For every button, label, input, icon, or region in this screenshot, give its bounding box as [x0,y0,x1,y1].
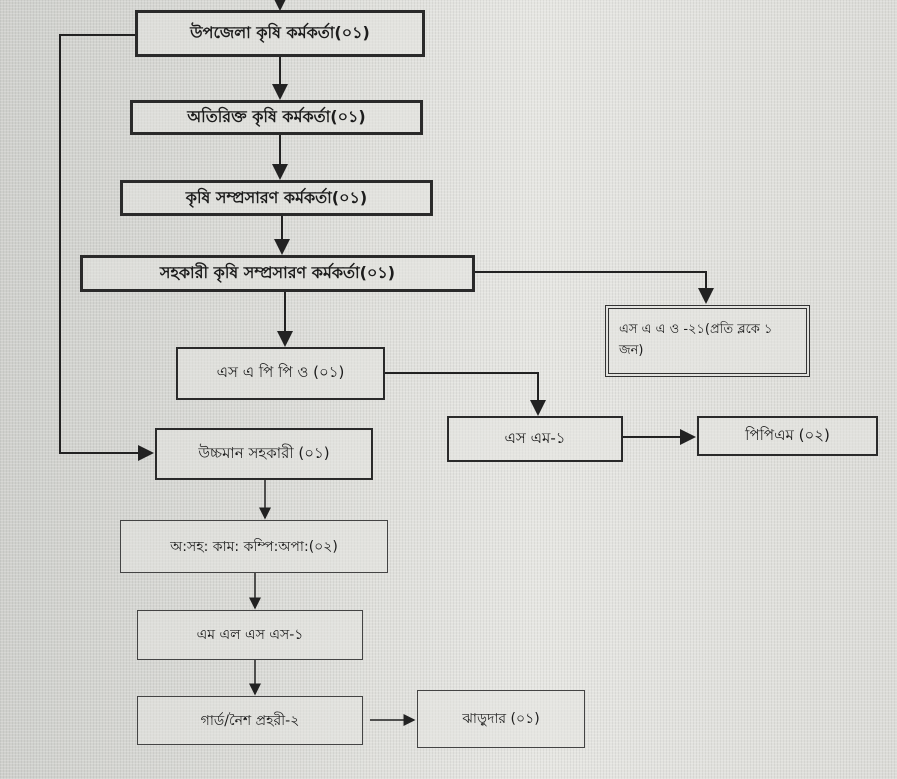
arrow-5-sm [385,372,546,416]
node-mlss: এম এল এস এস-১ [137,610,363,660]
node-upper-assistant: উচ্চমান সহকারী (০১) [155,428,373,480]
node-asst-extension-officer: সহকারী কৃষি সম্প্রসারণ কর্মকর্তা(০১) [80,255,475,292]
node-night-guard: গার্ড/নৈশ প্রহরী-২ [137,696,363,745]
node-sappo: এস এ পি পি ও (০১) [176,347,385,400]
node-ppm: পিপিএম (০২) [697,416,878,456]
node-sm: এস এম-১ [447,416,623,462]
node-additional-officer: অতিরিক্ত কৃষি কর্মকর্তা(০১) [130,100,423,135]
node-sweeper: ঝাড়ুদার (০১) [417,690,585,748]
node-office-assistant: অ:সহ: কাম: কম্পি:অপা:(০২) [120,520,388,573]
arrow-upazila-upper-assistant [59,34,154,461]
arrow-4-saao [475,271,714,304]
node-upazila-officer: উপজেলা কৃষি কর্মকর্তা(০১) [135,10,425,57]
node-saao: এস এ এ ও -২১(প্রতি ব্লকে ১ জন) [605,305,810,377]
node-extension-officer: কৃষি সম্প্রসারণ কর্মকর্তা(০১) [120,180,433,216]
